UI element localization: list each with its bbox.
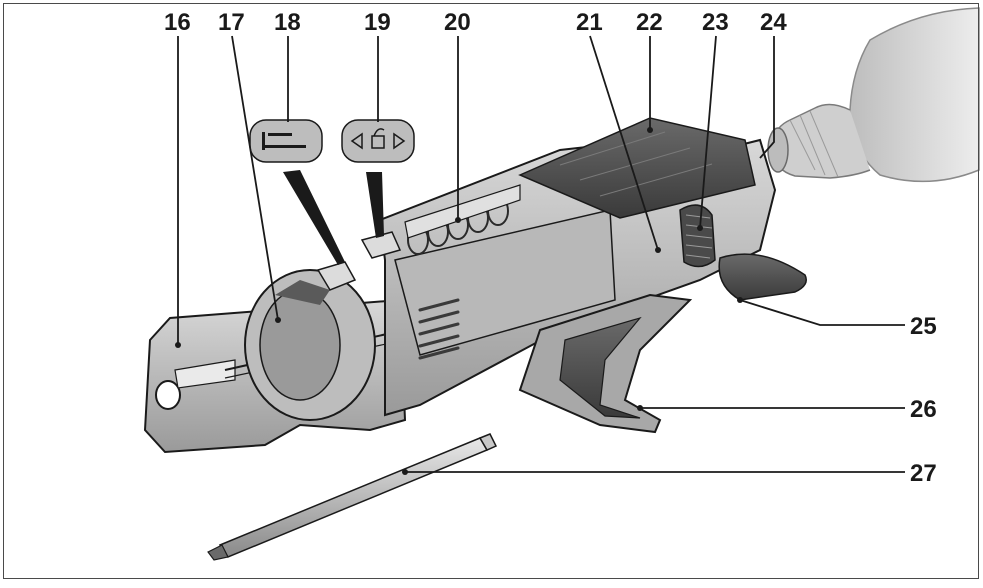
pointer-19 xyxy=(366,172,384,238)
callout-26: 26 xyxy=(910,396,937,423)
callout-17: 17 xyxy=(218,9,245,36)
callout-21: 21 xyxy=(576,9,603,36)
lock-symbol-label xyxy=(341,119,415,163)
callout-23: 23 xyxy=(702,9,729,36)
attachment-body xyxy=(143,117,807,454)
callout-24: 24 xyxy=(760,9,787,36)
callout-22: 22 xyxy=(636,9,663,36)
screwdriver-bit xyxy=(207,433,498,561)
callout-18: 18 xyxy=(274,9,301,36)
callout-19: 19 xyxy=(364,9,391,36)
pointer-18 xyxy=(283,170,345,265)
callout-20: 20 xyxy=(444,9,471,36)
callout-27: 27 xyxy=(910,460,937,487)
callout-16: 16 xyxy=(164,9,191,36)
leader-23 xyxy=(699,35,717,229)
leader-21 xyxy=(589,35,659,251)
leader-dots xyxy=(175,127,743,475)
leader-17 xyxy=(231,35,279,321)
leader-lines xyxy=(177,35,905,473)
callout-25: 25 xyxy=(910,313,937,340)
magazine-symbol-label xyxy=(249,119,323,163)
leader-24 xyxy=(759,36,775,159)
leader-25 xyxy=(739,299,905,326)
drill-chuck-illustration xyxy=(767,7,980,183)
